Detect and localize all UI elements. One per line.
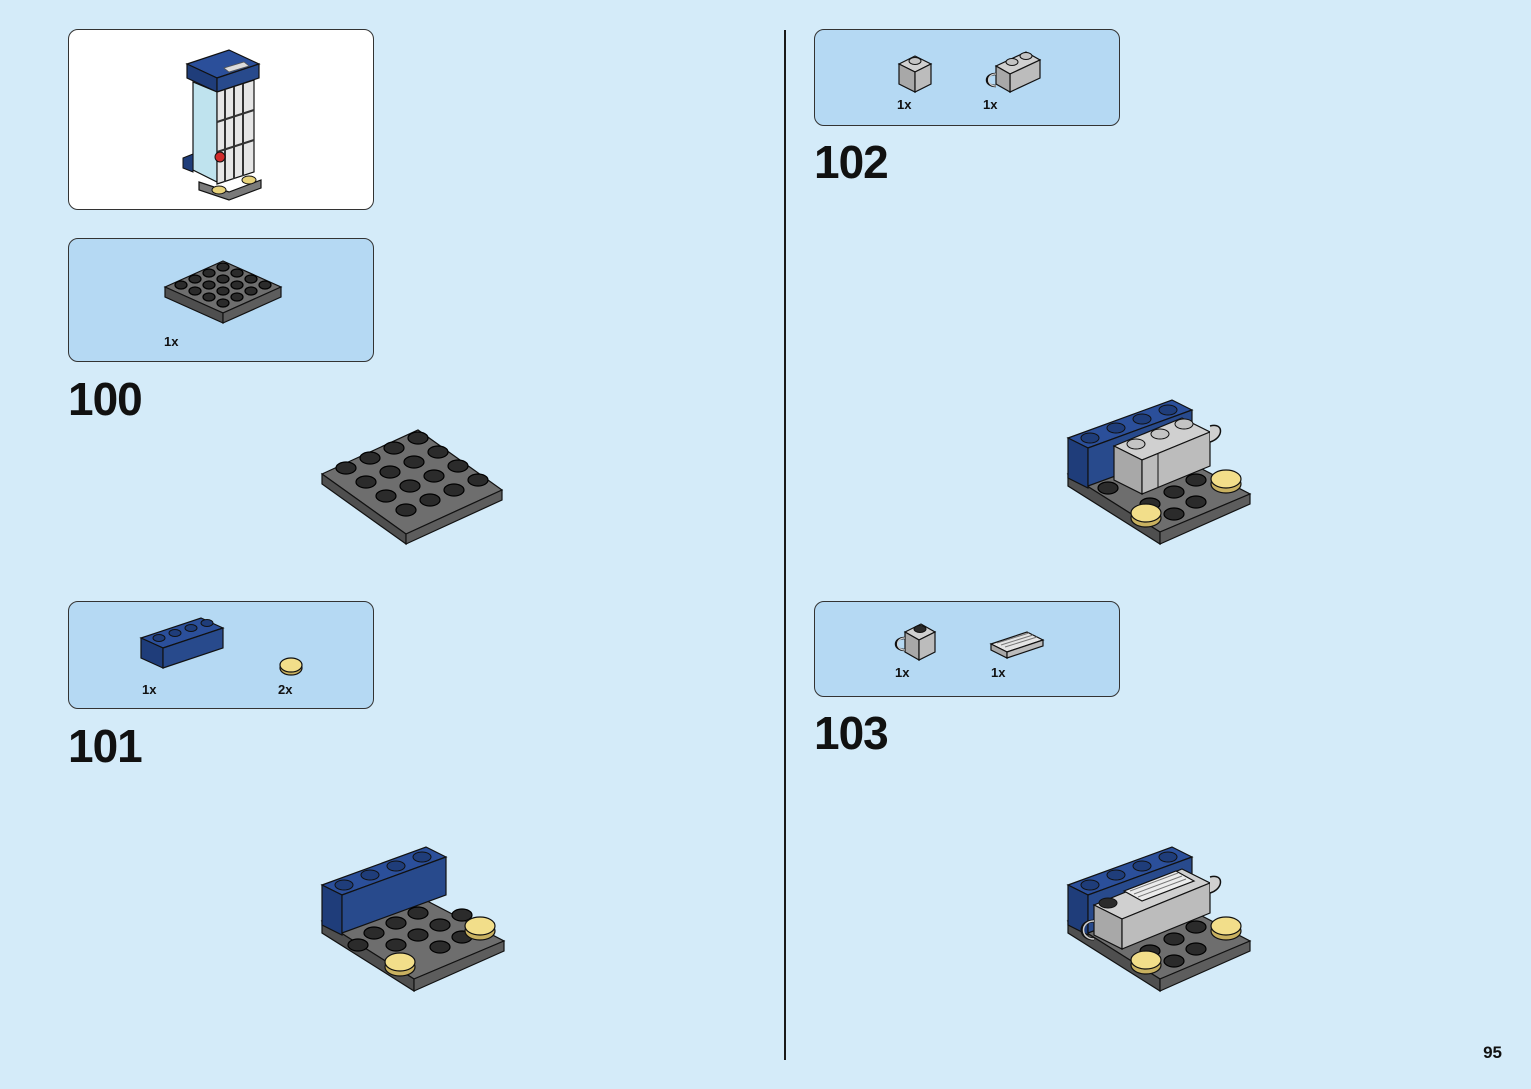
dark-blue-brick-1x4-icon — [139, 617, 225, 669]
dark-gray-plate-4x4-icon — [163, 260, 283, 324]
column-divider — [784, 30, 786, 1060]
step-number-103: 103 — [814, 707, 889, 759]
model-preview-box — [68, 29, 374, 210]
light-gray-brick-1x1-icon — [897, 55, 933, 93]
light-gray-brick-1x2-clip-icon — [985, 51, 1042, 94]
step-101-build-icon — [320, 846, 506, 993]
step-number-102: 102 — [814, 136, 889, 188]
part-qty: 1x — [142, 682, 157, 697]
step-100-build-plate-icon — [320, 429, 504, 546]
step-103-build-icon — [1066, 846, 1252, 993]
grille-tile-1x2-icon — [989, 631, 1045, 659]
parts-callout-step-100: 1x — [68, 238, 374, 362]
gold-round-tile-1x1-icon — [279, 657, 303, 676]
part-qty: 1x — [991, 665, 1006, 680]
part-qty: 1x — [164, 334, 179, 349]
assembled-model-preview-icon — [182, 49, 262, 201]
step-number-101: 101 — [68, 720, 143, 772]
page-number: 95 — [1483, 1043, 1502, 1062]
parts-callout-step-102: 1x 1x — [814, 29, 1120, 126]
light-gray-brick-clip-stud-icon — [894, 623, 937, 662]
step-number-100: 100 — [68, 373, 143, 425]
parts-callout-step-101: 1x 2x — [68, 601, 374, 709]
part-qty: 1x — [895, 665, 910, 680]
step-102-build-icon — [1066, 399, 1252, 546]
part-qty: 1x — [897, 97, 912, 112]
parts-callout-step-103: 1x 1x — [814, 601, 1120, 697]
part-qty: 2x — [278, 682, 293, 697]
part-qty: 1x — [983, 97, 998, 112]
